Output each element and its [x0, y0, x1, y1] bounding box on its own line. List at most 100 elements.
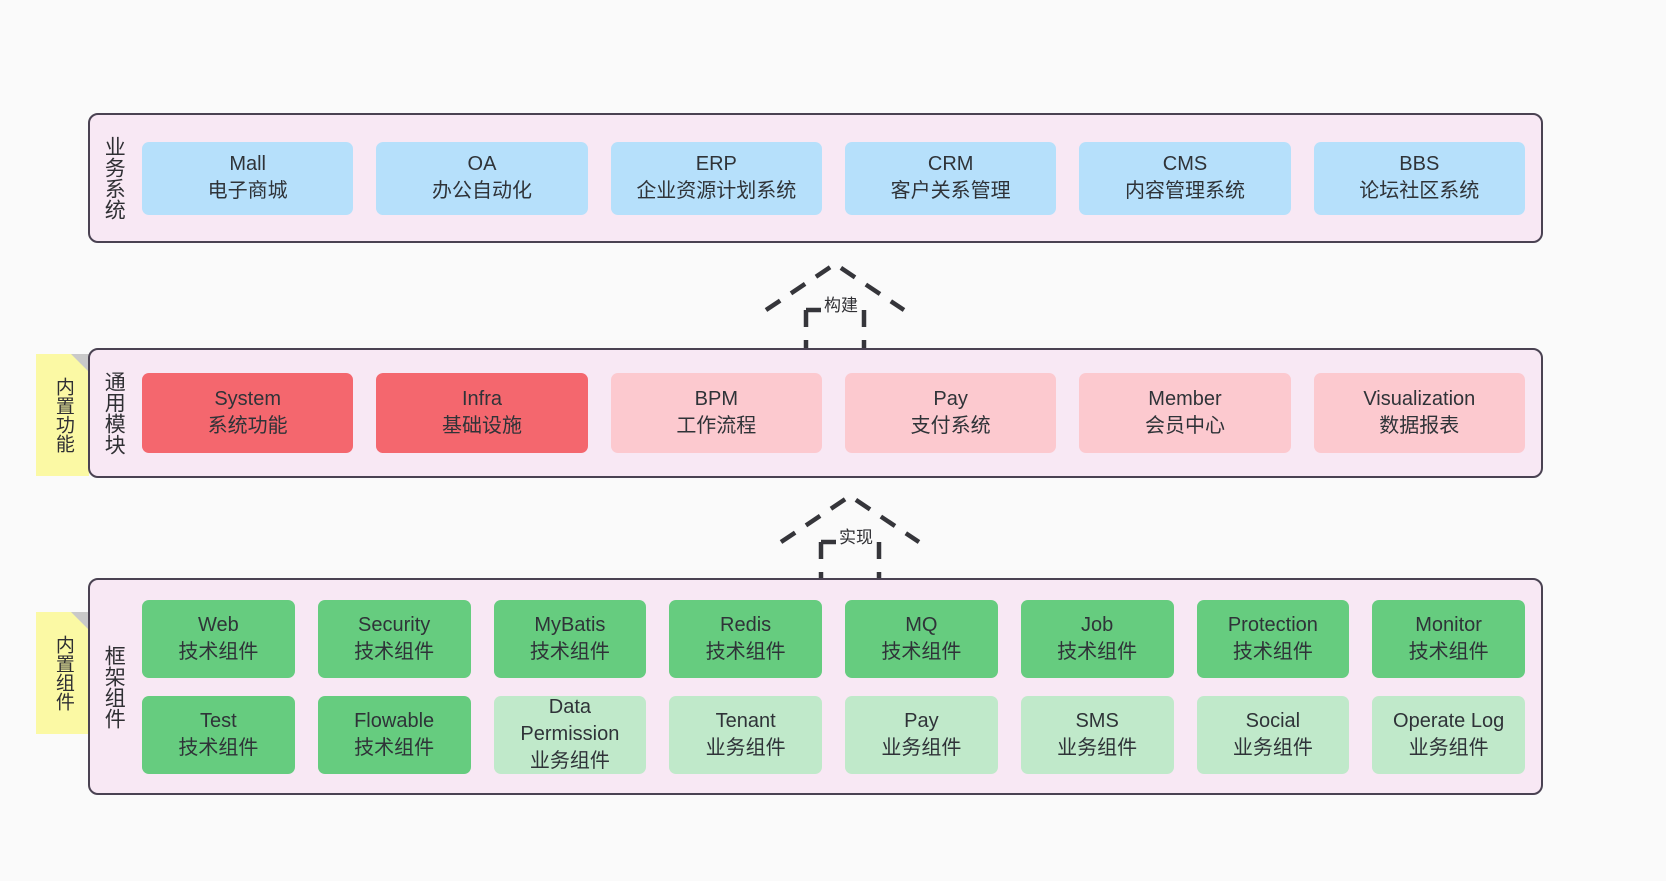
business-box-bbs[interactable]: BBS 论坛社区系统 [1313, 141, 1525, 215]
note-builtin-function: 内置功能 [36, 354, 89, 476]
framework-tech-row: Web 技术组件 Security 技术组件 MyBatis 技术组件 Redi… [142, 599, 1525, 678]
connector-build-stem [803, 307, 867, 350]
framework-box-mybatis[interactable]: MyBatis 技术组件 [493, 599, 647, 678]
business-box-oa-sub: 办公自动化 [431, 180, 532, 202]
common-box-visualization-name: Visualization [1363, 388, 1476, 411]
framework-box-web-sub: 技术组件 [178, 640, 259, 663]
layer-common-module-title: 通用模块 [102, 371, 126, 455]
business-box-mall[interactable]: Mall 电子商城 [142, 141, 354, 215]
business-box-crm-name: CRM [927, 153, 974, 176]
note-builtin-function-label: 内置功能 [52, 377, 74, 453]
framework-box-security[interactable]: Security 技术组件 [317, 599, 471, 678]
common-box-system[interactable]: System 系统功能 [142, 373, 354, 453]
connector-build: 构建 [760, 258, 910, 350]
layer-business-system-body: Mall 电子商城 OA 办公自动化 ERP 企业资源计划系统 CRM 客户关系… [136, 115, 1541, 241]
common-box-bpm-sub: 工作流程 [676, 415, 757, 437]
business-box-bbs-name: BBS [1399, 153, 1440, 176]
business-box-cms-sub: 内容管理系统 [1124, 180, 1245, 202]
common-box-infra-name: Infra [461, 388, 502, 411]
framework-box-flowable-sub: 技术组件 [354, 736, 435, 759]
business-box-erp-sub: 企业资源计划系统 [636, 180, 797, 202]
framework-box-monitor[interactable]: Monitor 技术组件 [1372, 599, 1525, 678]
common-box-pay-name: Pay [933, 388, 968, 411]
framework-box-social[interactable]: Social 业务组件 [1196, 695, 1350, 774]
framework-box-social-sub: 业务组件 [1232, 736, 1313, 759]
framework-box-data-permission-sub: 业务组件 [529, 749, 610, 772]
framework-box-mq-name: MQ [905, 613, 938, 636]
framework-box-mybatis-sub: 技术组件 [529, 640, 610, 663]
business-box-mall-name: Mall [229, 153, 266, 176]
common-module-row: System 系统功能 Infra 基础设施 BPM 工作流程 Pay 支付系统… [142, 373, 1525, 453]
framework-box-tenant-name: Tenant [715, 709, 776, 732]
framework-box-sms[interactable]: SMS 业务组件 [1020, 695, 1174, 774]
business-box-crm-sub: 客户关系管理 [890, 180, 1011, 202]
framework-box-operate-log[interactable]: Operate Log 业务组件 [1372, 695, 1525, 774]
framework-box-data-permission-name: Data Permission [520, 696, 620, 746]
business-box-erp[interactable]: ERP 企业资源计划系统 [610, 141, 822, 215]
framework-box-protection-sub: 技术组件 [1232, 640, 1313, 663]
common-box-infra-sub: 基础设施 [441, 415, 522, 437]
business-box-cms[interactable]: CMS 内容管理系统 [1079, 141, 1291, 215]
business-system-row: Mall 电子商城 OA 办公自动化 ERP 企业资源计划系统 CRM 客户关系… [142, 141, 1525, 215]
common-box-bpm-name: BPM [694, 388, 738, 411]
business-box-crm[interactable]: CRM 客户关系管理 [844, 141, 1057, 215]
framework-box-redis[interactable]: Redis 技术组件 [669, 599, 822, 678]
layer-common-module: 通用模块 System 系统功能 Infra 基础设施 BPM 工作流程 Pay… [88, 348, 1543, 478]
framework-box-data-permission[interactable]: Data Permission 业务组件 [493, 695, 647, 774]
framework-box-test-name: Test [200, 709, 237, 732]
framework-box-web[interactable]: Web 技术组件 [142, 599, 295, 678]
framework-box-tenant[interactable]: Tenant 业务组件 [669, 695, 822, 774]
framework-box-security-name: Security [358, 613, 431, 636]
business-box-erp-name: ERP [695, 153, 737, 176]
framework-box-mq[interactable]: MQ 技术组件 [845, 599, 998, 678]
note-fold-icon [71, 612, 89, 630]
framework-box-mybatis-name: MyBatis [534, 613, 606, 636]
framework-box-test-sub: 技术组件 [178, 736, 259, 759]
framework-box-monitor-name: Monitor [1415, 613, 1482, 636]
common-box-system-name: System [214, 388, 281, 411]
common-box-infra[interactable]: Infra 基础设施 [376, 373, 588, 453]
business-box-bbs-sub: 论坛社区系统 [1359, 180, 1480, 202]
framework-box-security-sub: 技术组件 [354, 640, 435, 663]
business-box-cms-name: CMS [1162, 153, 1208, 176]
layer-framework-component-body: Web 技术组件 Security 技术组件 MyBatis 技术组件 Redi… [136, 580, 1541, 793]
framework-box-protection[interactable]: Protection 技术组件 [1196, 599, 1350, 678]
business-box-oa[interactable]: OA 办公自动化 [376, 141, 588, 215]
business-box-mall-sub: 电子商城 [207, 180, 288, 202]
common-box-visualization-sub: 数据报表 [1379, 415, 1460, 437]
framework-box-social-name: Social [1245, 709, 1301, 732]
framework-box-pay[interactable]: Pay 业务组件 [845, 695, 998, 774]
common-box-member[interactable]: Member 会员中心 [1079, 373, 1291, 453]
framework-box-operate-log-name: Operate Log [1393, 709, 1505, 732]
common-box-system-sub: 系统功能 [207, 415, 288, 437]
framework-box-web-name: Web [197, 613, 239, 636]
framework-box-protection-name: Protection [1227, 613, 1318, 636]
connector-build-label: 构建 [821, 291, 861, 316]
common-box-visualization[interactable]: Visualization 数据报表 [1313, 373, 1525, 453]
connector-implement: 实现 [775, 490, 925, 582]
common-box-member-name: Member [1148, 388, 1222, 411]
framework-box-sms-sub: 业务组件 [1057, 736, 1138, 759]
connector-implement-label: 实现 [836, 523, 876, 548]
framework-box-pay-name: Pay [904, 709, 939, 732]
framework-box-operate-log-sub: 业务组件 [1408, 736, 1489, 759]
common-box-member-sub: 会员中心 [1144, 415, 1225, 437]
common-box-pay[interactable]: Pay 支付系统 [844, 373, 1057, 453]
framework-box-test[interactable]: Test 技术组件 [142, 695, 295, 774]
framework-box-flowable[interactable]: Flowable 技术组件 [317, 695, 471, 774]
framework-box-redis-sub: 技术组件 [705, 640, 786, 663]
layer-common-module-body: System 系统功能 Infra 基础设施 BPM 工作流程 Pay 支付系统… [136, 350, 1541, 476]
framework-box-sms-name: SMS [1075, 709, 1119, 732]
framework-box-job-name: Job [1081, 613, 1114, 636]
layer-business-system-title: 业务系统 [102, 136, 126, 220]
business-box-oa-name: OA [467, 153, 497, 176]
note-builtin-component: 内置组件 [36, 612, 89, 734]
framework-box-mq-sub: 技术组件 [881, 640, 962, 663]
framework-box-monitor-sub: 技术组件 [1408, 640, 1489, 663]
framework-business-row: Test 技术组件 Flowable 技术组件 Data Permission … [142, 695, 1525, 774]
framework-box-job[interactable]: Job 技术组件 [1020, 599, 1174, 678]
common-box-bpm[interactable]: BPM 工作流程 [610, 373, 822, 453]
note-builtin-component-label: 内置组件 [52, 635, 74, 711]
note-fold-icon [71, 354, 89, 372]
